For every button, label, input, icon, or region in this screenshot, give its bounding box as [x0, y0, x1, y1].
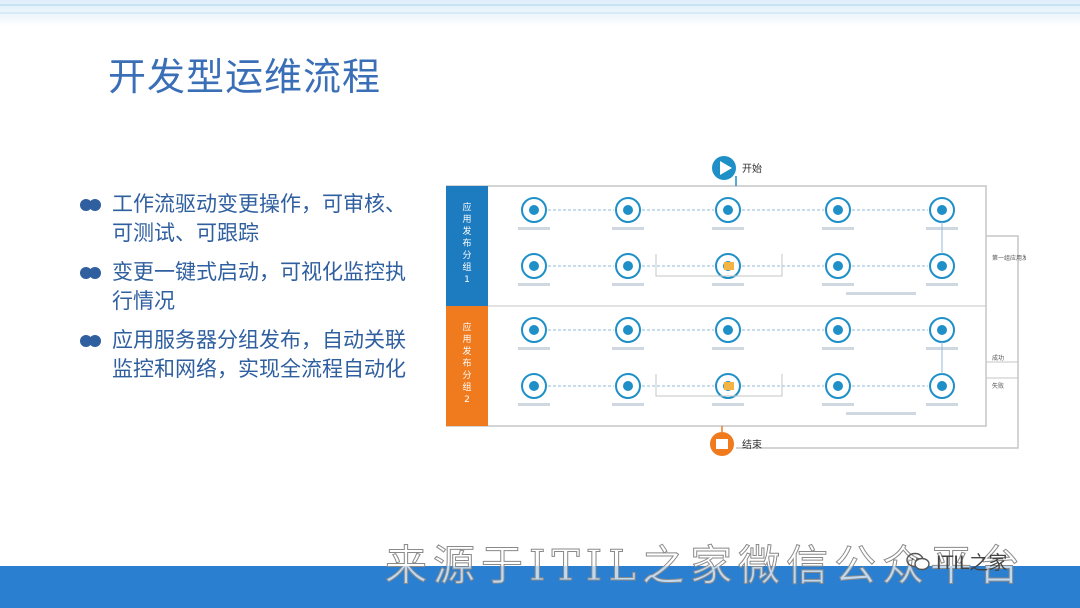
- lane-2-label-bg: [446, 306, 488, 426]
- step-caption-placeholder: [712, 227, 744, 230]
- step-caption-placeholder: [822, 347, 854, 350]
- step-caption-placeholder: [822, 227, 854, 230]
- step-icon: [623, 205, 633, 215]
- bullet-item: 变更一键式启动，可视化监控执行情况: [80, 258, 410, 316]
- step-icon: [937, 261, 947, 271]
- step-caption-placeholder: [612, 283, 644, 286]
- package-icon: [724, 262, 734, 270]
- step-caption-placeholder: [926, 403, 958, 406]
- step-icon: [937, 381, 947, 391]
- package-icon: [724, 382, 734, 390]
- bullet-item: 工作流驱动变更操作，可审核、可测试、可跟踪: [80, 190, 410, 248]
- step-icon: [529, 261, 539, 271]
- outer-loop-connector: [736, 235, 1019, 449]
- bullet-text: 工作流驱动变更操作，可审核、可测试、可跟踪: [112, 192, 406, 245]
- step-caption-placeholder: [612, 227, 644, 230]
- step-icon: [833, 325, 843, 335]
- stop-icon: [716, 439, 728, 449]
- step-caption-placeholder: [822, 283, 854, 286]
- step-icon: [529, 381, 539, 391]
- bullet-item: 应用服务器分组发布，自动关联监控和网络，实现全流程自动化: [80, 326, 410, 384]
- bullet-text: 应用服务器分组发布，自动关联监控和网络，实现全流程自动化: [112, 328, 406, 381]
- group-caption-placeholder: [846, 412, 916, 415]
- fail-label: 失败: [992, 382, 1004, 390]
- play-icon: [720, 161, 732, 175]
- bullet-dot-icon: [80, 335, 102, 347]
- lane-1-label-bg: [446, 186, 488, 306]
- step-icon: [723, 205, 733, 215]
- step-icon: [623, 261, 633, 271]
- wechat-badge: ITIL之家: [906, 548, 1007, 575]
- page-title: 开发型运维流程: [108, 55, 382, 99]
- step-icon: [529, 205, 539, 215]
- step-icon: [623, 325, 633, 335]
- bullet-dot-icon: [80, 267, 102, 279]
- retry-loop: [655, 254, 783, 277]
- step-icon: [937, 325, 947, 335]
- wechat-icon: [906, 552, 930, 570]
- step-caption-placeholder: [518, 283, 550, 286]
- bottom-bar: [0, 566, 1080, 608]
- step-caption-placeholder: [712, 347, 744, 350]
- step-icon: [937, 205, 947, 215]
- end-label: 结束: [742, 438, 762, 451]
- step-caption-placeholder: [518, 403, 550, 406]
- step-caption-placeholder: [822, 403, 854, 406]
- step-icon: [723, 325, 733, 335]
- step-icon: [623, 381, 633, 391]
- step-icon: [833, 205, 843, 215]
- start-label: 开始: [742, 162, 762, 175]
- group-caption-placeholder: [846, 292, 916, 295]
- step-icon: [833, 381, 843, 391]
- bullet-text: 变更一键式启动，可视化监控执行情况: [112, 260, 406, 313]
- success-label: 成功: [992, 354, 1004, 362]
- step-icon: [833, 261, 843, 271]
- step-caption-placeholder: [518, 347, 550, 350]
- step-icon: [529, 325, 539, 335]
- flow-nodes: [518, 197, 958, 415]
- step-caption-placeholder: [712, 283, 744, 286]
- bullet-list: 工作流驱动变更操作，可审核、可测试、可跟踪 变更一键式启动，可视化监控执行情况 …: [80, 190, 410, 394]
- step-caption-placeholder: [612, 403, 644, 406]
- step-caption-placeholder: [712, 403, 744, 406]
- step-caption-placeholder: [926, 283, 958, 286]
- wechat-label: ITIL之家: [936, 552, 1008, 574]
- step-caption-placeholder: [518, 227, 550, 230]
- right-note: 第一组应用发布完成: [992, 254, 1026, 262]
- retry-loop: [655, 374, 783, 397]
- top-decoration: [0, 0, 1080, 26]
- step-caption-placeholder: [612, 347, 644, 350]
- bullet-dot-icon: [80, 199, 102, 211]
